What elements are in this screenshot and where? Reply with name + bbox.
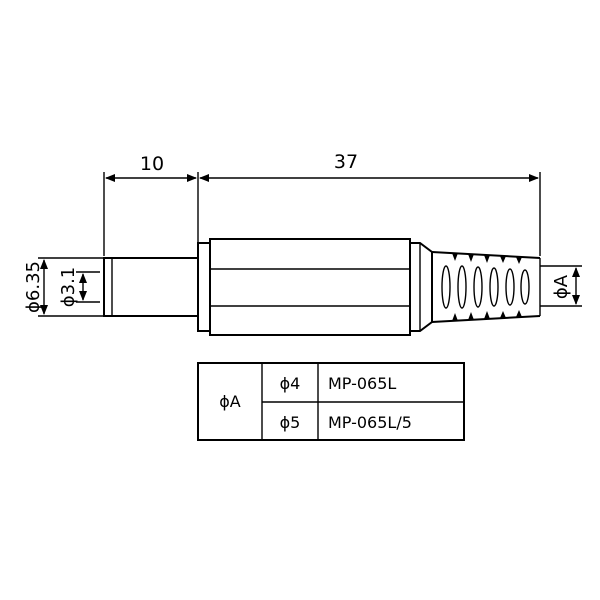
table-row-1-model: MP-065L: [328, 374, 396, 393]
dimension-plug-length: 10: [105, 153, 197, 182]
strain-relief: [431, 251, 541, 323]
table-row-1-diameter: ϕ4: [280, 374, 301, 393]
body-length-label: 37: [334, 151, 358, 173]
table-header-cell: ϕA: [219, 392, 241, 411]
plug-length-label: 10: [140, 153, 164, 175]
strain-relief-slots: [441, 265, 530, 309]
outer-diameter-label: ϕ6.35: [23, 261, 44, 313]
plug-sleeve: [103, 257, 199, 317]
table-row-2-diameter: ϕ5: [280, 413, 301, 432]
model-table: ϕA ϕ4 MP-065L ϕ5 MP-065L/5: [197, 362, 465, 441]
extension-lines: [103, 172, 541, 256]
table-row-2-model: MP-065L/5: [328, 413, 412, 432]
dimension-outer-diameter: ϕ6.35: [23, 257, 104, 317]
strain-relief-notches: [452, 253, 522, 321]
tip-diameter-label: ϕ3.1: [58, 267, 79, 308]
cable-diameter-label: ϕA: [551, 274, 572, 299]
connector-body: [197, 238, 433, 336]
dimension-body-length: 37: [199, 151, 539, 182]
dimension-tip-diameter: ϕ3.1: [58, 267, 100, 308]
dimension-cable-diameter: ϕA: [540, 265, 582, 307]
